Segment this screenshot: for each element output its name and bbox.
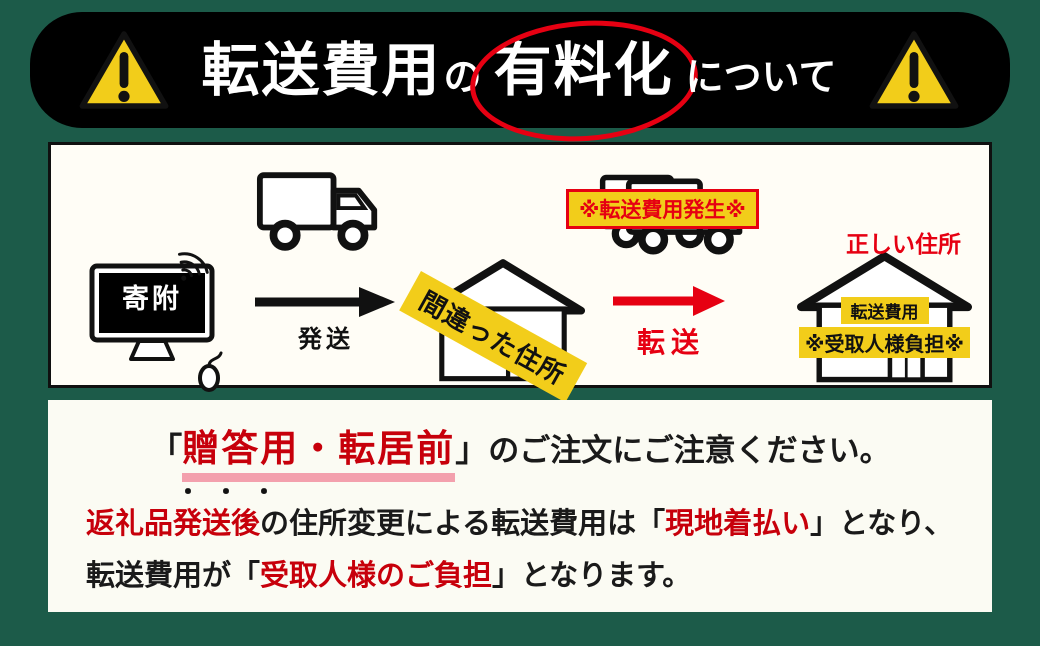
highlighted-terms: 贈答用・転居前	[182, 427, 456, 482]
body-middle-text: の住所変更による転送費用は「	[260, 506, 666, 540]
monitor-screen-label: 寄附	[122, 284, 182, 315]
fee-tag-line1: 転送費用	[840, 297, 929, 324]
transfer-fee-alert-badge: ※転送費用発生※	[566, 189, 759, 229]
shipping-flow-diagram: 寄附 発送 間違った住所 ※転送費用発生※ 転送 正しい住所	[48, 142, 992, 403]
body-end-text: 」となります。	[492, 558, 692, 592]
notice-body-line1: 返礼品発送後の住所変更による転送費用は「現地着払い」となり、	[86, 500, 953, 542]
transfer-arrow	[613, 286, 725, 316]
monitor-icon	[89, 263, 215, 361]
header-banner: 転送費用 の 有料化 について	[30, 12, 1010, 149]
emphasis-dots: ・・・	[176, 478, 290, 506]
notice-panel: 「贈答用・転居前」のご注文にご注意ください。 ・・・ 返礼品発送後の住所変更によ…	[48, 400, 992, 612]
mouse-icon	[198, 351, 223, 392]
page-title: 転送費用 の 有料化 について	[30, 12, 1010, 149]
title-main: 転送費用	[201, 36, 442, 104]
notice-headline: 「贈答用・転居前」のご注文にご注意ください。	[48, 418, 992, 482]
delivery-truck-icon	[256, 167, 382, 257]
red-term-text: 現地着払い	[665, 506, 811, 540]
transfer-label: 転送	[636, 326, 705, 359]
dispatch-label: 発送	[298, 325, 354, 353]
title-suffix: について	[685, 55, 837, 99]
red-burden-text: 受取人様のご負担	[260, 558, 493, 592]
title-particle: の	[443, 55, 482, 99]
red-lead-text: 返礼品発送後	[86, 506, 261, 540]
wifi-signal-icon	[177, 252, 209, 281]
correct-address-label: 正しい住所	[846, 232, 961, 258]
body-tail-text: 」となり、	[810, 506, 954, 540]
title-circled: 有料化	[465, 13, 702, 149]
fee-tag-line2: ※受取人様負担※	[799, 327, 970, 358]
donation-monitor: 寄附	[89, 263, 215, 363]
headline-rest: のご注文にご注意ください。	[488, 433, 891, 469]
dispatch-arrow	[255, 287, 395, 317]
red-circle-annotation	[465, 13, 702, 149]
title-circled-text: 有料化	[493, 36, 674, 104]
close-bracket: 」	[455, 430, 489, 469]
open-bracket: 「	[149, 430, 183, 469]
recipient-fee-tags: 転送費用 ※受取人様負担※	[791, 297, 978, 358]
body-lead-text: 転送費用が「	[86, 558, 261, 592]
notice-body-line2: 転送費用が「受取人様のご負担」となります。	[86, 552, 691, 594]
